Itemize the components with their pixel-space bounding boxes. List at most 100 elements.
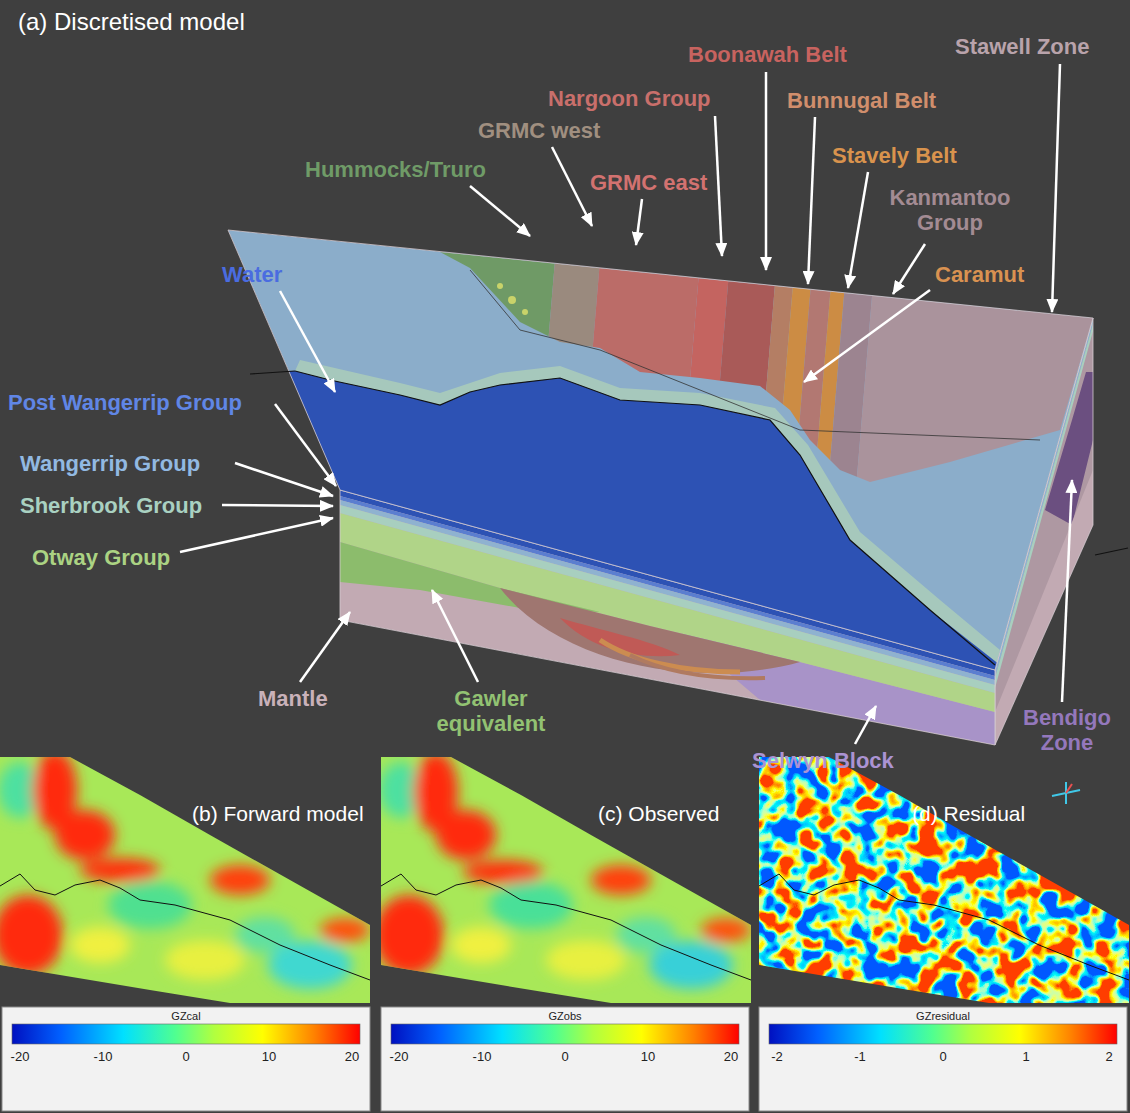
colorbar-title: GZresidual: [916, 1010, 970, 1023]
illustration-shape: [808, 117, 815, 284]
illustration-shape: [546, 940, 626, 980]
colorbar-d: [759, 1007, 1127, 1111]
illustration-shape: [759, 1007, 1127, 1111]
unit-label: Stavely Belt: [832, 143, 957, 168]
illustration-shape: [630, 655, 765, 678]
tick-label: -20: [11, 1050, 30, 1065]
illustration-shape: [649, 941, 733, 989]
illustration-shape: [591, 865, 651, 895]
unit-label: Mantle: [258, 686, 328, 711]
illustration-shape: [0, 750, 370, 1003]
tick-label: 1: [1022, 1050, 1029, 1065]
illustration-shape: [374, 752, 751, 989]
unit-label: Bunnugal Belt: [787, 88, 936, 113]
illustration-shape: [2, 1007, 370, 1111]
illustration-shape: [497, 283, 503, 289]
illustration-shape: [1062, 480, 1072, 702]
tick-label: -10: [94, 1050, 113, 1065]
illustration-shape: [508, 296, 516, 304]
illustration-shape: [769, 1024, 1117, 1044]
illustration-shape: [250, 371, 295, 374]
illustration-shape: [470, 186, 530, 236]
illustration-shape: [70, 927, 130, 963]
unit-label: Sherbrook Group: [20, 493, 202, 518]
unit-label: Caramut: [935, 262, 1024, 287]
colorbar-b: [2, 1007, 370, 1111]
unit-label: Otway Group: [32, 545, 170, 570]
illustration-shape: [1066, 784, 1072, 793]
unit-label: Hummocks/Truro: [305, 157, 486, 182]
unit-label: GRMC east: [590, 170, 707, 195]
illustration-shape: [552, 147, 592, 226]
illustration-shape: [1095, 548, 1128, 555]
panel-title: (c) Observed: [598, 802, 719, 826]
unit-label: Bendigo Zone: [1012, 705, 1122, 756]
unit-label: Selwyn Block: [752, 748, 894, 773]
illustration-shape: [381, 874, 751, 980]
illustration-shape: [759, 757, 1129, 1003]
illustration-shape: [12, 1024, 360, 1044]
residual-map: [759, 757, 1129, 1003]
illustration-shape: [636, 199, 642, 245]
illustration-shape: [715, 116, 722, 256]
forward-model-map: [0, 750, 370, 1003]
tick-label: 0: [561, 1050, 568, 1065]
colorbar-title: GZobs: [548, 1010, 581, 1023]
illustration-shape: [280, 291, 335, 392]
illustration-shape: [765, 72, 768, 270]
unit-label: Post Wangerrip Group: [8, 390, 242, 415]
tick-label: 20: [724, 1050, 738, 1065]
illustration-shape: [0, 750, 370, 989]
tick-label: 10: [641, 1050, 655, 1065]
colorbar-c: [381, 1007, 749, 1111]
unit-label: Boonawah Belt: [688, 42, 847, 67]
tick-label: 10: [262, 1050, 276, 1065]
illustration-shape: [80, 858, 160, 882]
illustration-shape: [470, 270, 1040, 440]
compass-icon: [1052, 782, 1080, 804]
illustration-shape: [210, 865, 270, 895]
illustration-shape: [436, 810, 496, 860]
illustration-shape: [0, 874, 370, 980]
illustration-shape: [381, 1007, 749, 1111]
unit-label: Kanmantoo Group: [875, 185, 1025, 236]
unit-label: Gawler equivalent: [421, 686, 561, 737]
illustration-shape: [759, 874, 1129, 980]
illustration-shape: [55, 810, 115, 860]
unit-label: Wangerrip Group: [20, 451, 200, 476]
tick-label: -1: [854, 1050, 866, 1065]
top-face: [220, 200, 1110, 680]
unit-label: Stawell Zone: [955, 34, 1089, 59]
illustration-shape: [600, 640, 740, 672]
panel-title: (d) Residual: [912, 802, 1025, 826]
illustration-shape: [374, 752, 751, 1003]
illustration-shape: [432, 590, 478, 682]
illustration-shape: [804, 290, 930, 382]
tick-label: 2: [1105, 1050, 1112, 1065]
illustration-shape: [320, 918, 370, 942]
tick-label: 0: [939, 1050, 946, 1065]
illustration-shape: [391, 1024, 739, 1044]
tick-label: 20: [345, 1050, 359, 1065]
illustration-shape: [701, 918, 751, 942]
tick-label: 0: [182, 1050, 189, 1065]
illustration-shape: [759, 757, 1129, 1003]
tick-label: -10: [473, 1050, 492, 1065]
illustration-shape: [848, 172, 868, 288]
leader-arrows: [180, 64, 1072, 744]
illustration-shape: [463, 860, 543, 884]
tick-label: -2: [771, 1050, 783, 1065]
illustration-shape: [0, 895, 63, 975]
unit-label: Nargoon Group: [548, 86, 711, 111]
illustration-shape: [295, 371, 995, 665]
illustration-shape: [165, 940, 245, 980]
illustration-shape: [220, 371, 1000, 680]
panel-title: (a) Discretised model: [18, 8, 245, 36]
illustration-shape: [275, 404, 336, 486]
colorbar-title: GZcal: [171, 1010, 200, 1023]
illustration-shape: [222, 505, 333, 506]
illustration-shape: [180, 518, 333, 552]
unit-label: GRMC west: [478, 118, 600, 143]
illustration-shape: [522, 309, 528, 315]
